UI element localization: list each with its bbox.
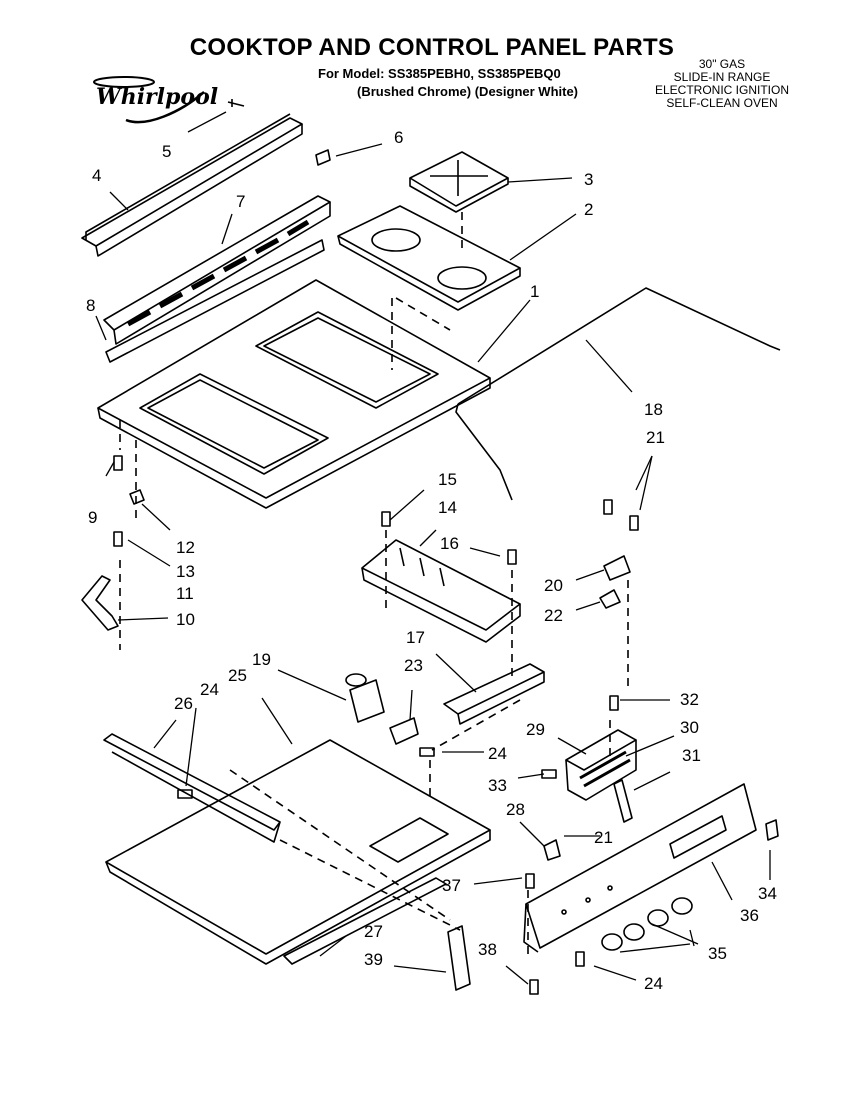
- grate-part: [409, 151, 509, 213]
- spec-line: 30" GAS: [698, 57, 746, 71]
- screw-part: [603, 499, 613, 515]
- callout-24: 24: [644, 974, 663, 993]
- callout-33: 33: [488, 776, 507, 795]
- callout-15: 15: [438, 470, 457, 489]
- callout-4: 4: [92, 166, 102, 185]
- callout-24: 24: [488, 744, 507, 763]
- finish-line: (Brushed Chrome) (Designer White): [357, 84, 579, 99]
- screw-part: [525, 873, 535, 889]
- callout-20: 20: [544, 576, 563, 595]
- callout-31: 31: [682, 746, 701, 765]
- callout-39: 39: [364, 950, 383, 969]
- screw-part: [177, 789, 193, 799]
- callout-13: 13: [176, 562, 195, 581]
- screw-part: [419, 747, 435, 757]
- knob-set-part: [601, 897, 693, 951]
- callout-24: 24: [200, 680, 219, 699]
- callout-21: 21: [594, 828, 613, 847]
- whirlpool-logo: Whirlpool: [86, 70, 218, 130]
- callout-22: 22: [544, 606, 563, 625]
- model-line: For Model: SS385PEBH0, SS385PEBQ0: [318, 66, 561, 81]
- callout-1: 1: [530, 282, 540, 301]
- mount-bracket-part: [361, 539, 521, 643]
- callout-38: 38: [478, 940, 497, 959]
- vented-trim-part: [103, 195, 331, 345]
- bracket-part: [443, 663, 545, 725]
- callout-2: 2: [584, 200, 594, 219]
- bracket-part: [599, 589, 621, 609]
- guide-lines: [119, 212, 629, 960]
- callout-18: 18: [644, 400, 663, 419]
- trim-strip-part: [81, 113, 303, 257]
- callout-12: 12: [176, 538, 195, 557]
- callout-8: 8: [86, 296, 96, 315]
- logo-swirl-icon: [93, 76, 205, 124]
- control-board-part: [565, 729, 637, 801]
- callout-11: 11: [176, 584, 194, 603]
- callout-9: 9: [88, 508, 98, 527]
- callout-36: 36: [740, 906, 759, 925]
- strip-part: [283, 877, 447, 965]
- bracket-part: [603, 555, 631, 581]
- callout-34: 34: [758, 884, 777, 903]
- spec-line: SLIDE-IN RANGE: [673, 70, 771, 84]
- screw-part: [381, 511, 391, 527]
- screw-part: [629, 515, 639, 531]
- screw-part: [541, 769, 557, 779]
- clip-part: [315, 149, 331, 166]
- callout-6: 6: [394, 128, 404, 147]
- support-tray-part: [105, 739, 491, 965]
- cooktop-part: [97, 279, 491, 509]
- callout-7: 7: [236, 192, 246, 211]
- bracket-part: [613, 779, 633, 823]
- callout-26: 26: [174, 694, 193, 713]
- control-panel-part: [523, 783, 757, 953]
- callout-21: 21: [646, 428, 665, 447]
- clip-part: [765, 819, 779, 841]
- bracket-part: [389, 717, 419, 745]
- page-title: COOKTOP AND CONTROL PANEL PARTS: [189, 34, 675, 61]
- bracket-part: [543, 839, 561, 861]
- callout-27: 27: [364, 922, 383, 941]
- bracket-part: [81, 575, 119, 631]
- callout-5: 5: [162, 142, 172, 161]
- screw-part: [575, 951, 585, 967]
- callout-28: 28: [506, 800, 525, 819]
- spec-line: SELF-CLEAN OVEN: [666, 96, 778, 110]
- callout-30: 30: [680, 718, 699, 737]
- callout-16: 16: [440, 534, 459, 553]
- callout-37: 37: [442, 876, 461, 895]
- logo-wordmark: Whirlpool: [96, 84, 219, 110]
- screw-part: [609, 695, 619, 711]
- burner-plate-part: [337, 205, 521, 311]
- callout-32: 32: [680, 690, 699, 709]
- trim-strip-part: [103, 733, 281, 843]
- callout-3: 3: [584, 170, 594, 189]
- bracket-part: [447, 925, 471, 991]
- screw-part: [113, 455, 123, 471]
- strip-part: [105, 239, 325, 363]
- callout-23: 23: [404, 656, 423, 675]
- spec-line: ELECTRONIC IGNITION: [654, 83, 789, 97]
- callout-29: 29: [526, 720, 545, 739]
- callout-17: 17: [406, 628, 425, 647]
- callout-10: 10: [176, 610, 195, 629]
- bracket-part: [129, 489, 145, 505]
- screw-part: [529, 979, 539, 995]
- product-spec: 30" GAS SLIDE-IN RANGE ELECTRONIC IGNITI…: [640, 58, 804, 110]
- rod-part: [455, 287, 781, 501]
- screw-part: [113, 531, 123, 547]
- callout-25: 25: [228, 666, 247, 685]
- switch-part: [345, 673, 385, 723]
- callout-19: 19: [252, 650, 271, 669]
- callout-35: 35: [708, 944, 727, 963]
- screw-part: [227, 99, 245, 107]
- callout-14: 14: [438, 498, 457, 517]
- screw-part: [507, 549, 517, 565]
- leader-arrows: [95, 111, 771, 985]
